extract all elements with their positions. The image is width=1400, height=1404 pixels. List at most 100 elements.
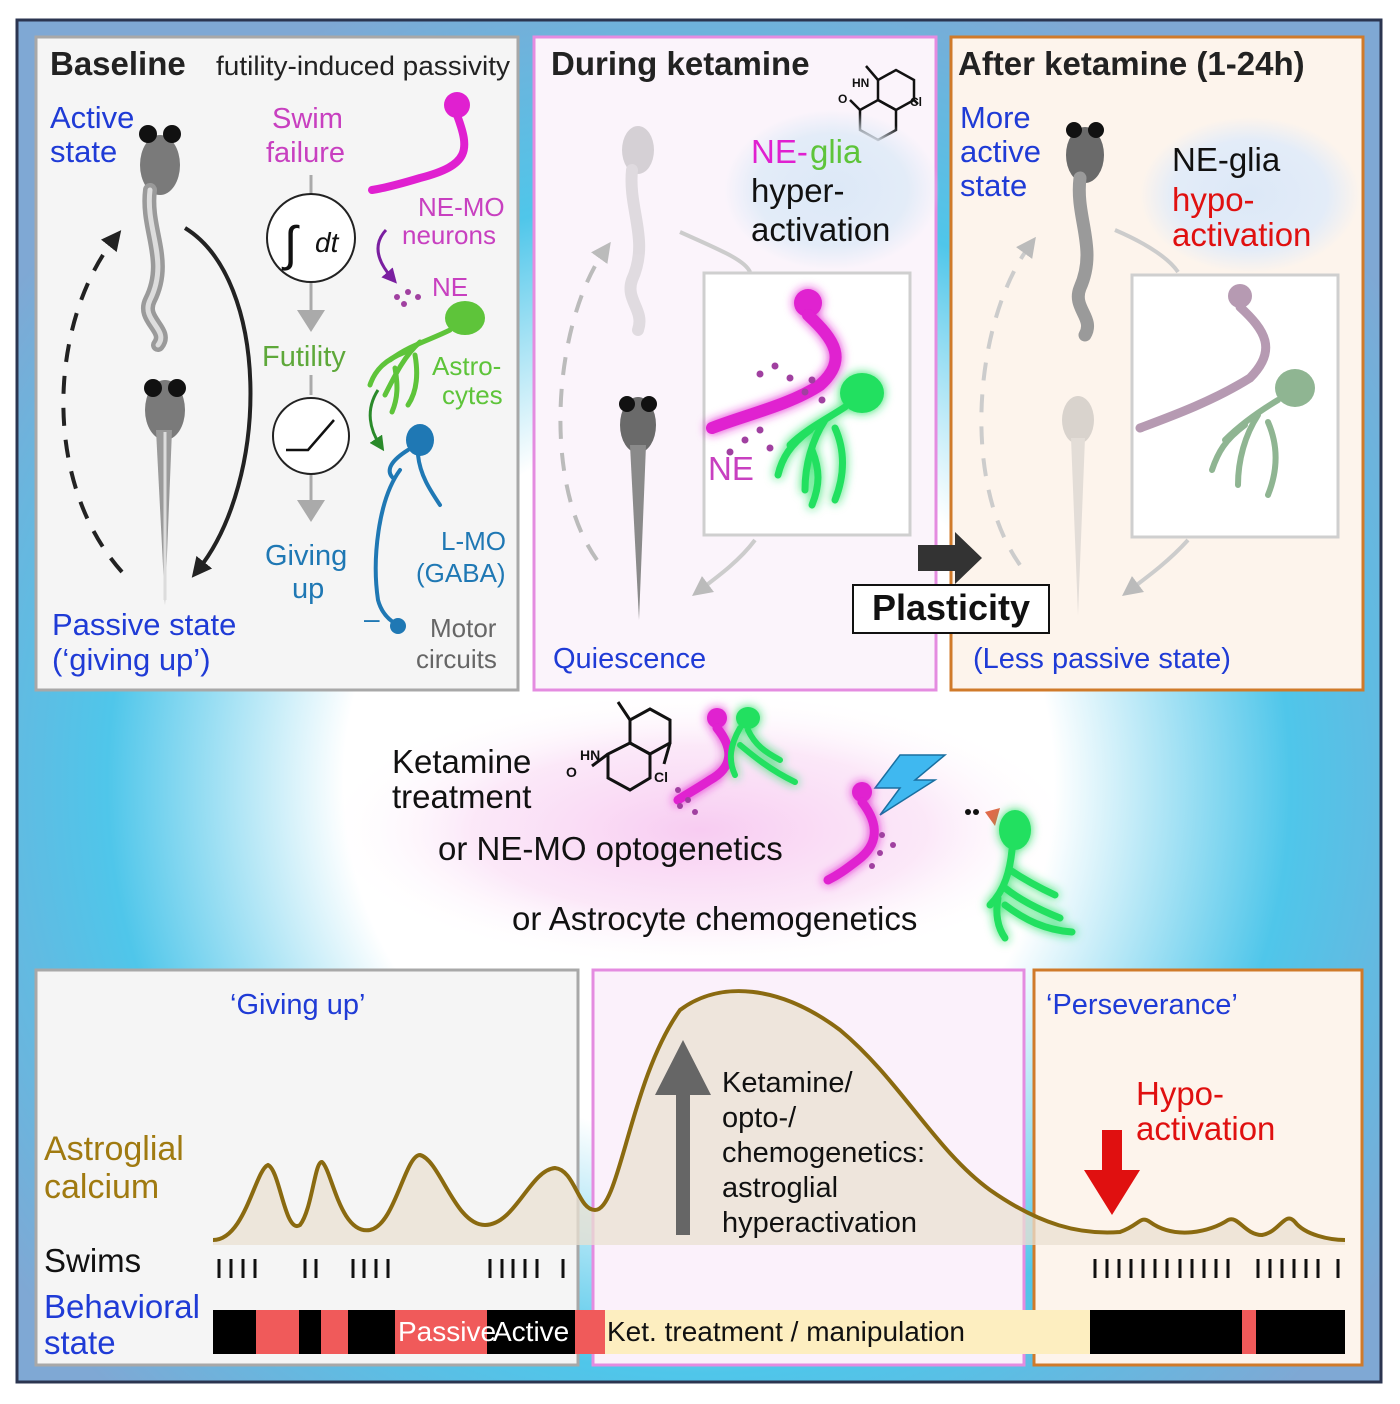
lmo-line1: L-MO: [441, 526, 506, 556]
after-hypo-line2: activation: [1172, 216, 1311, 253]
bottom-baseline-frame: [34, 968, 580, 1367]
ne-dots-during: [726, 362, 826, 456]
perseverance-heading: ‘Perseverance’: [1046, 989, 1238, 1021]
futility-label: Futility: [262, 341, 346, 373]
passive-fish: [144, 379, 186, 605]
after-neglia: NE-glia: [1172, 141, 1281, 178]
ketamine-manipulation-text: Ketamine/ opto-/ chemogenetics: astrogli…: [722, 1067, 925, 1239]
after-dashed-arrow: [979, 236, 1036, 567]
astroglial-line2: calcium: [44, 1168, 159, 1206]
after-arrow-to-state: [1122, 538, 1190, 597]
molecule-large-cl: Cl: [654, 769, 668, 785]
lightning-bolt-icon: [873, 754, 948, 816]
during-arrow-to-quiescence: [692, 538, 757, 597]
passive-state-line1: Passive state: [52, 607, 236, 642]
giving-up-heading: ‘Giving up’: [230, 989, 365, 1021]
active-fish: [139, 125, 181, 352]
astro-to-lmo-arrow: [368, 389, 385, 452]
ne-dots-baseline: [394, 289, 421, 307]
optogenetics-neuron-icon: [823, 782, 879, 885]
active-state-chip: Active: [493, 1316, 569, 1347]
nemo-line2: neurons: [402, 220, 496, 250]
swim-ticks: [217, 1259, 1340, 1278]
after-callout-blob: [1140, 117, 1360, 273]
middle-pink-glow: [320, 690, 1080, 970]
after-dim-ne-neuron: [1135, 284, 1271, 433]
swims-label: Swims: [44, 1242, 141, 1279]
swim-failure-line2: failure: [266, 137, 345, 169]
hyperactivation-up-arrow: [655, 1040, 711, 1235]
ketamine-text-line1: Ketamine/: [722, 1067, 854, 1099]
plasticity-arrow: [918, 532, 982, 584]
during-glowing-ne-neuron: [706, 289, 842, 434]
hypo-label-line2: activation: [1136, 1110, 1275, 1147]
nemo-to-ne-arrow: [376, 228, 397, 284]
middle-ne-astro-icon: [673, 707, 798, 805]
after-curve-arrow: [1114, 228, 1180, 274]
after-active-fish: [1066, 122, 1104, 342]
middle-section: Ketamine treatment HN O Cl or NE-MO opto…: [392, 701, 1076, 942]
calcium-trace-line: [212, 989, 1346, 1242]
chemogenetics-astrocyte-icon: [986, 810, 1076, 942]
ketamine-treatment-line1: Ketamine: [392, 743, 531, 780]
flow-arrowhead-2: [297, 500, 325, 522]
nemo-line1: NE-MO: [418, 192, 505, 222]
baseline-panel: Baseline futility-induced passivity Acti…: [34, 35, 520, 692]
ketamine-treatment-line2: treatment: [392, 778, 531, 815]
inhibition-sign: –: [364, 603, 380, 634]
chemogenetics-label: or Astrocyte chemogenetics: [512, 900, 917, 937]
during-passive-fish: [619, 396, 657, 620]
giving-up-line1: Giving: [265, 540, 347, 572]
middle-ne-dots-2: [869, 832, 896, 869]
baseline-frame: [34, 35, 520, 692]
ne-label-baseline: NE: [432, 272, 468, 302]
ketamine-molecule-large-icon: [591, 701, 672, 792]
calcium-trace-fill: [213, 991, 1345, 1245]
after-dim-astrocyte: [1209, 369, 1315, 498]
motor-line2: circuits: [416, 644, 497, 674]
after-inset: [1130, 273, 1340, 539]
molecule-small-cl: Cl: [910, 95, 922, 109]
plasticity-box: [852, 584, 1050, 634]
during-glia-part: glia: [810, 133, 862, 170]
after-faded-passive-fish: [1062, 396, 1094, 615]
after-panel: After ketamine (1-24h) More active state…: [949, 35, 1365, 692]
active-to-passive-arrow: [183, 226, 253, 578]
during-ne-part: NE-: [751, 133, 808, 170]
hypoactivation-down-arrow: [1084, 1130, 1140, 1215]
ketamine-text-line5: hyperactivation: [722, 1207, 917, 1239]
after-hypo-line1: hypo-: [1172, 181, 1255, 218]
astrocyte-icon: [367, 301, 485, 415]
ketamine-text-line2: opto-/: [722, 1102, 797, 1134]
passive-state-chip: Passive: [398, 1316, 496, 1347]
ketamine-text-line3: chemogenetics:: [722, 1137, 925, 1169]
baseline-title: Baseline: [50, 45, 186, 82]
swim-failure-line1: Swim: [272, 103, 343, 135]
motor-line1: Motor: [430, 613, 497, 643]
ketamine-text-line4: astroglial: [722, 1172, 838, 1204]
chemogenetics-ligand-icon: [965, 808, 1000, 826]
integral-sign-icon: ∫: [281, 218, 300, 271]
molecule-small-o: O: [838, 92, 847, 106]
passive-to-active-dashed-arrow: [61, 230, 124, 574]
after-title: After ketamine (1-24h): [958, 45, 1305, 82]
during-curve-arrow: [679, 230, 752, 273]
middle-ne-dots-1: [675, 787, 698, 815]
astro-line1: Astro-: [432, 351, 501, 381]
astroglial-line1: Astroglial: [44, 1130, 184, 1168]
during-panel: During ketamine HN O Cl NE- glia hyper- …: [532, 35, 940, 692]
during-dashed-arrow: [558, 241, 611, 562]
during-hyper-line3: activation: [751, 211, 890, 248]
bottom-section: ‘Giving up’ ‘Perseverance’ Astroglial ca…: [34, 968, 1364, 1367]
during-faded-active-fish: [622, 126, 654, 336]
lmo-line2: (GABA): [416, 558, 506, 588]
more-active-line2: active: [960, 134, 1041, 169]
lmo-neuron-icon: [373, 424, 442, 634]
during-title: During ketamine: [551, 45, 810, 82]
threshold-circle: [272, 397, 350, 475]
behavioral-line2: state: [44, 1324, 116, 1361]
more-active-line1: More: [960, 100, 1031, 135]
threshold-icon: [286, 419, 335, 452]
passive-state-line2: (‘giving up’): [52, 642, 211, 677]
